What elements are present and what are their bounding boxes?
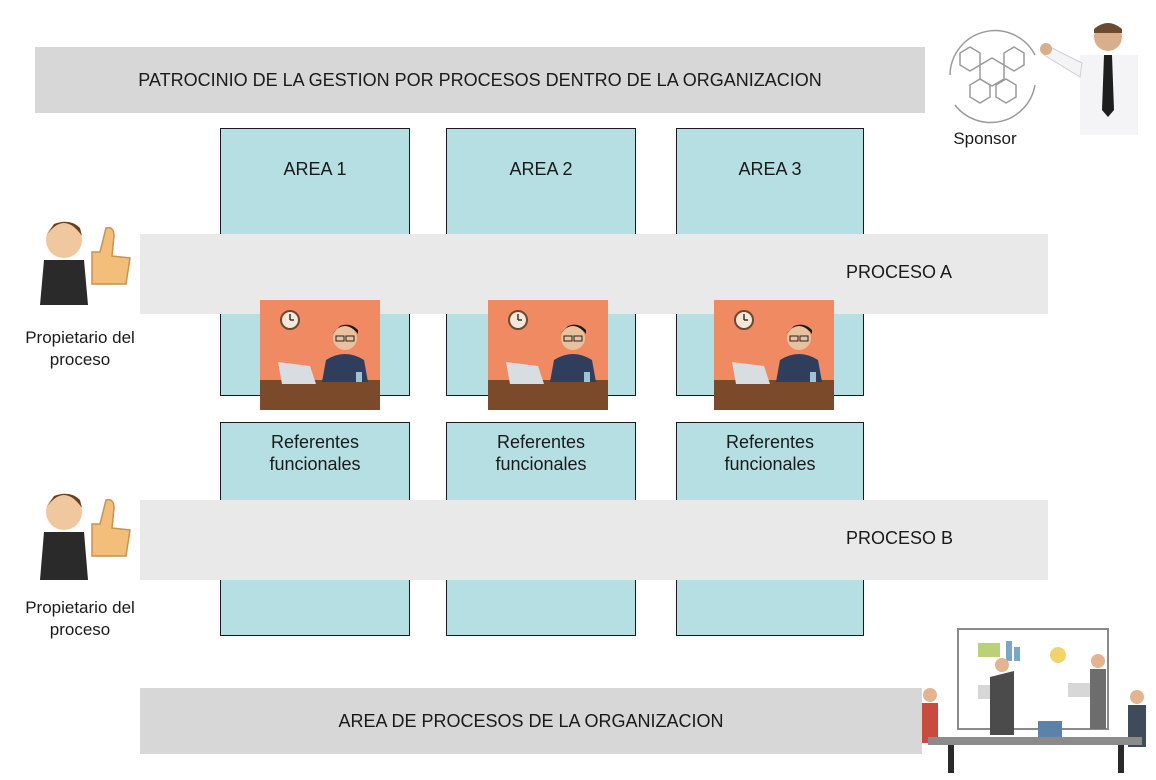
area-2-title: AREA 2 — [509, 159, 573, 179]
worker-1 — [260, 300, 380, 410]
thumbs-up-owner-icon — [40, 221, 131, 305]
area-3-referentes-line1: Referentes — [725, 432, 815, 452]
thumbs-up-owner-icon — [40, 493, 131, 580]
process-b-label: PROCESO B — [846, 528, 954, 548]
meeting-illustration — [918, 625, 1152, 775]
area-2-referentes-line1: Referentes — [496, 432, 586, 452]
sponsor-person-icon — [1040, 23, 1138, 135]
owner-b-caption-line2: proceso — [49, 620, 111, 639]
area-2-referentes-line2: funcionales — [495, 454, 587, 474]
owner-b-caption-line1: Propietario del — [25, 598, 135, 617]
area-1-referentes-line1: Referentes — [270, 432, 360, 452]
process-a-owner — [30, 200, 140, 305]
process-area-banner-text: AREA DE PROCESOS DE LA ORGANIZACION — [338, 710, 724, 731]
process-b-owner-caption: Propietario del proceso — [5, 597, 155, 641]
area-1-referentes-line2: funcionales — [269, 454, 361, 474]
worker-at-desk-icon — [260, 310, 380, 410]
sponsorship-banner-text: PATROCINIO DE LA GESTION POR PROCESOS DE… — [138, 69, 822, 90]
worker-3 — [714, 300, 834, 410]
worker-2 — [488, 300, 608, 410]
meeting-presentation-icon — [922, 628, 1146, 773]
worker-at-desk-icon — [488, 310, 608, 410]
owner-a-caption-line1: Propietario del — [25, 328, 135, 347]
process-cycle-icon — [949, 29, 1036, 124]
area-1-title: AREA 1 — [283, 159, 347, 179]
sponsor-label: Sponsor — [953, 129, 1017, 148]
area-3-title: AREA 3 — [738, 159, 802, 179]
sponsor-illustration — [940, 15, 1140, 140]
process-a-owner-caption: Propietario del proceso — [5, 327, 155, 371]
process-b-band: PROCESO B — [140, 500, 1048, 580]
owner-a-caption-line2: proceso — [49, 350, 111, 369]
area-3-referentes-line2: funcionales — [724, 454, 816, 474]
worker-at-desk-icon — [714, 310, 834, 410]
process-area-banner: AREA DE PROCESOS DE LA ORGANIZACION — [140, 688, 922, 754]
sponsorship-banner: PATROCINIO DE LA GESTION POR PROCESOS DE… — [35, 47, 925, 113]
process-b-owner — [30, 470, 140, 580]
process-a-label: PROCESO A — [846, 262, 953, 282]
